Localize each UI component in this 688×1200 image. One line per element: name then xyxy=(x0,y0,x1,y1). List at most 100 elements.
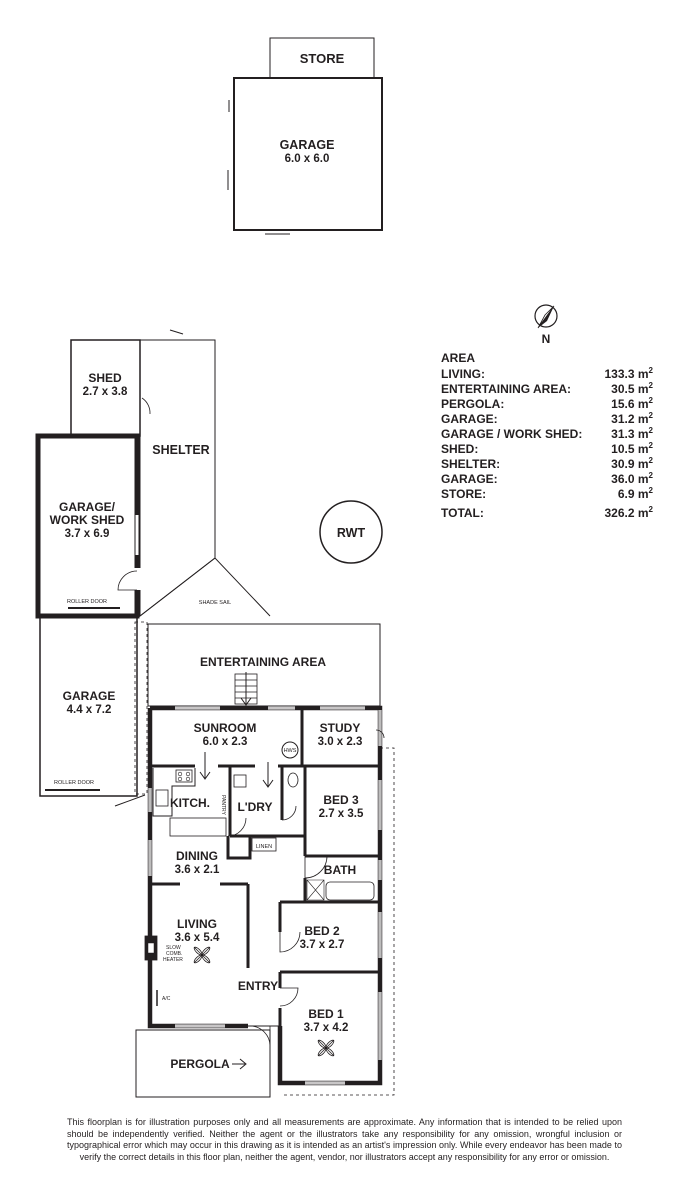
pergola-outline xyxy=(135,1029,271,1098)
shelter-name: SHELTER xyxy=(152,443,209,457)
disclaimer-text: This floorplan is for illustration purpo… xyxy=(67,1117,622,1162)
bath-name: BATH xyxy=(324,863,356,877)
area-row: SHED: 10.5 m2 xyxy=(441,442,653,457)
bed1-dims: 3.7 x 4.2 xyxy=(304,1022,349,1034)
area-row-label: ENTERTAINING AREA: xyxy=(441,382,571,396)
kitchen-sink-icon xyxy=(155,789,169,807)
garage-left-dims: 4.4 x 7.2 xyxy=(67,704,112,716)
outbuildings-group: SHED 2.7 x 3.8 SHELTER SHADE SAIL GARAGE… xyxy=(35,329,271,807)
garage-left-walls xyxy=(39,615,138,797)
area-row: GARAGE / WORK SHED:31.3 m2 xyxy=(441,427,653,442)
area-row-label: GARAGE: xyxy=(441,412,498,426)
ceiling-fan-icon xyxy=(317,1039,335,1057)
linen-cupboard xyxy=(251,837,277,852)
garage-top-name: GARAGE xyxy=(280,138,335,152)
heater-label-line3: HEATER xyxy=(163,957,183,963)
area-total-value-cell: 326.2 m2 xyxy=(604,505,654,521)
store-name: STORE xyxy=(300,51,345,66)
kitchen-bench xyxy=(152,768,196,817)
roller-door-label-top: ROLLER DOOR xyxy=(67,599,107,605)
work-shed-name-line1: GARAGE/ xyxy=(59,500,116,514)
work-shed-name-line2: WORK SHED xyxy=(50,513,125,527)
area-row-value-cell: 36.0 m2 xyxy=(611,471,653,487)
living-name: LIVING xyxy=(177,917,217,931)
shed-name: SHED xyxy=(88,371,122,385)
sunroom-dims: 6.0 x 2.3 xyxy=(203,736,248,748)
area-row-value-cell: 31.2 m2 xyxy=(611,411,653,427)
entry-name: ENTRY xyxy=(238,979,278,993)
heater-label-line2: COMB. xyxy=(166,951,182,957)
sunroom-entry-arrow-icon xyxy=(199,752,211,780)
area-row-value: 6.9 xyxy=(617,487,635,501)
bed1-name: BED 1 xyxy=(308,1007,344,1021)
area-row: ENTERTAINING AREA: 30.5 m2 xyxy=(441,382,653,397)
area-row: PERGOLA:15.6 m2 xyxy=(441,397,653,412)
detached-garage-walls xyxy=(233,77,383,231)
area-row-value: 30.5 xyxy=(611,382,635,396)
pantry-label: PANTRY xyxy=(220,795,226,815)
area-row-value-cell: 30.5 m2 xyxy=(611,381,653,397)
bath-walls xyxy=(280,854,380,904)
laundry-name: L'DRY xyxy=(237,800,272,814)
area-row: GARAGE: 36.0 m2 xyxy=(441,472,653,487)
shower-icon xyxy=(306,879,325,901)
area-total-label: TOTAL: xyxy=(441,506,484,520)
area-row-value-cell: 133.3 m2 xyxy=(604,366,654,382)
pergola-arrow-icon xyxy=(232,1058,247,1070)
work-shed-door-gap xyxy=(133,568,141,590)
shed-dims: 2.7 x 3.8 xyxy=(83,386,128,398)
dining-dims: 3.6 x 2.1 xyxy=(175,864,220,876)
bed2-name: BED 2 xyxy=(304,924,340,938)
area-row-value: 31.3 xyxy=(611,427,635,441)
ceiling-fan-icon xyxy=(193,946,211,964)
area-table-title: AREA xyxy=(441,351,476,365)
pergola-name: PERGOLA xyxy=(170,1057,230,1071)
compass-north-label: N xyxy=(542,332,551,346)
area-row: STORE:6.9 m2 xyxy=(441,487,653,502)
area-row-label: STORE: xyxy=(441,487,487,501)
compass: N xyxy=(534,304,558,346)
deck-dashed-outline xyxy=(282,747,395,1096)
work-shed-door-arc xyxy=(117,570,138,591)
kitchen-cooktop-icon xyxy=(175,769,193,783)
living-dims: 3.6 x 5.4 xyxy=(175,932,220,944)
area-row-value-cell: 10.5 m2 xyxy=(611,441,653,457)
shade-sail-outline xyxy=(139,557,271,617)
laundry-entry-arrow-icon xyxy=(262,762,274,788)
garage-left-door-line xyxy=(114,794,146,807)
window-lines xyxy=(149,707,381,1084)
ac-label: A/C xyxy=(162,996,171,1002)
area-row-value: 31.2 xyxy=(611,412,635,426)
detached-garage-group: STORE GARAGE 6.0 x 6.0 xyxy=(227,37,383,235)
area-row-label: SHED: xyxy=(441,442,479,456)
rwt-name: RWT xyxy=(337,526,366,540)
heater-label-line1: SLOW xyxy=(166,945,181,951)
linen-label: LINEN xyxy=(256,844,272,850)
shelter-door-arc xyxy=(141,397,151,415)
work-shed-dims: 3.7 x 6.9 xyxy=(65,528,110,540)
bed2-dims: 3.7 x 2.7 xyxy=(300,939,345,951)
area-row-value: 30.9 xyxy=(611,457,635,471)
area-row-label: GARAGE: xyxy=(441,472,498,486)
sunroom-name: SUNROOM xyxy=(194,721,257,735)
area-row-value-cell: 31.3 m2 xyxy=(611,426,653,442)
shelter-outline xyxy=(139,339,216,618)
shelter-flap xyxy=(169,329,184,335)
area-row: SHELTER: 30.9 m2 xyxy=(441,457,653,472)
shade-sail-label: SHADE SAIL xyxy=(199,600,231,606)
area-row-value-cell: 30.9 m2 xyxy=(611,456,653,472)
laundry-tub-icon xyxy=(233,774,247,788)
garage-left-name: GARAGE xyxy=(63,689,116,703)
area-row-value: 15.6 xyxy=(611,397,635,411)
hws-unit xyxy=(281,741,299,759)
area-row-value: 36.0 xyxy=(611,472,635,486)
study-dims: 3.0 x 2.3 xyxy=(318,736,363,748)
study-name: STUDY xyxy=(320,721,361,735)
entry-arrow-icon xyxy=(240,672,252,706)
area-row-value: 133.3 xyxy=(604,367,635,381)
area-row-label: SHELTER: xyxy=(441,457,501,471)
kitchen-island xyxy=(169,817,227,837)
garage-top-dims: 6.0 x 6.0 xyxy=(285,153,330,165)
